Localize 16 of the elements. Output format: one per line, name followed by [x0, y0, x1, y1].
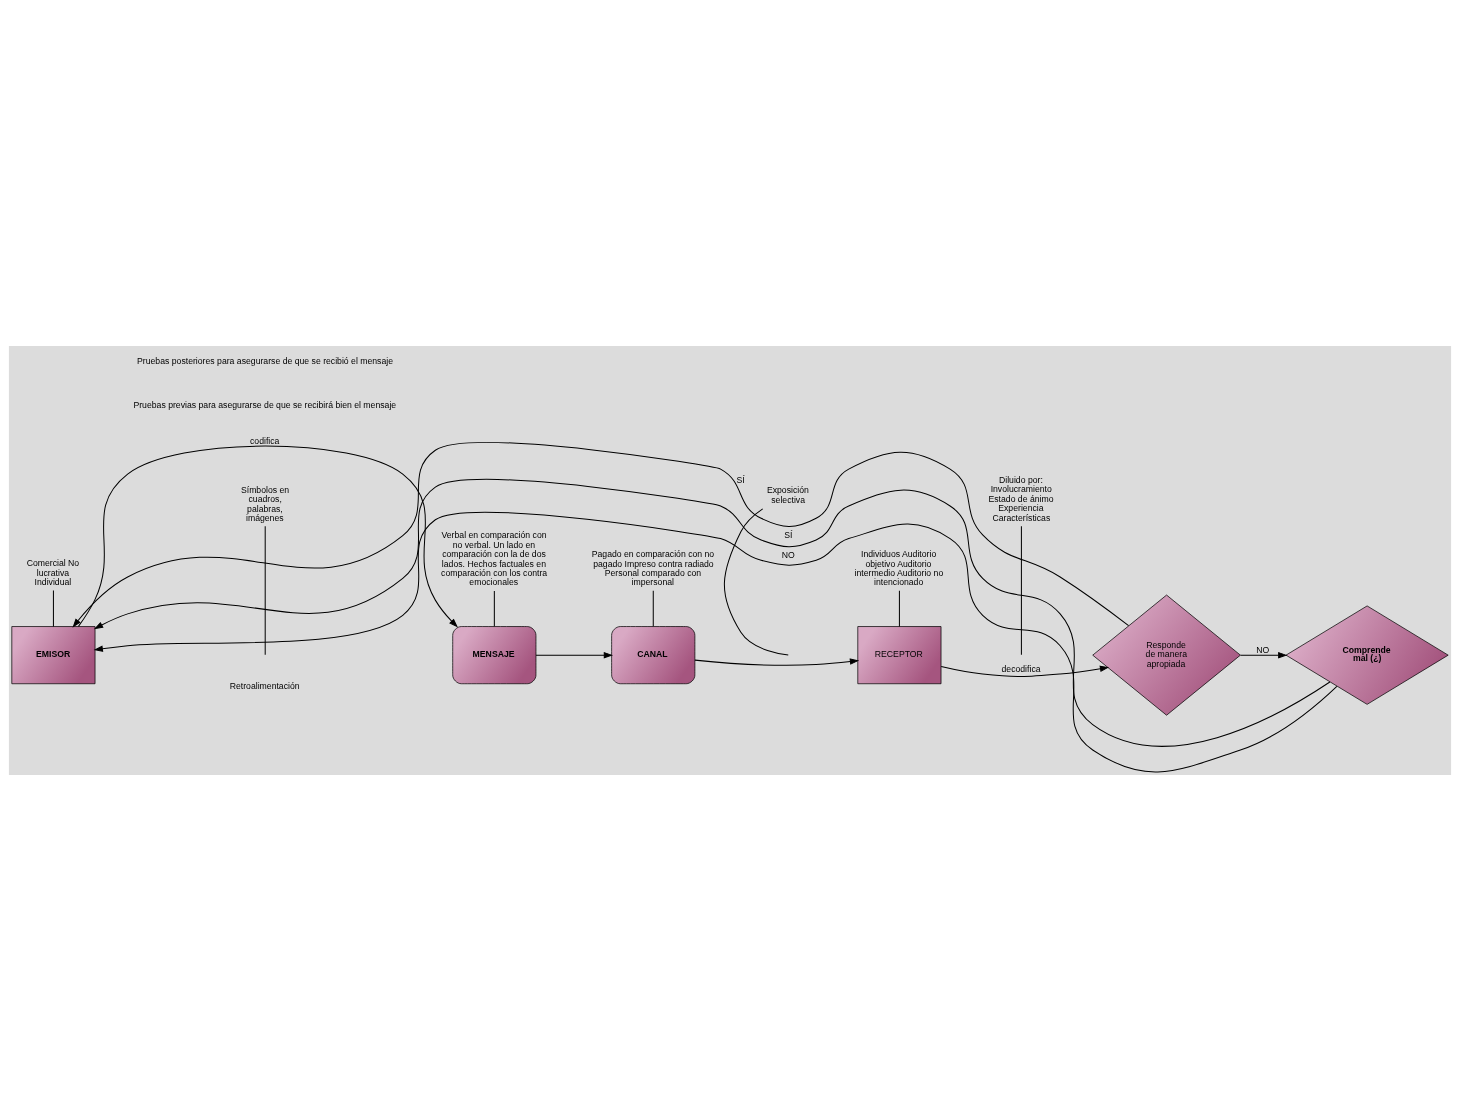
edge-label: NO: [781, 549, 795, 560]
node-text: Símbolos en cuadros, palabras, imágenes: [240, 484, 290, 523]
node-text: Diluido por: Involucramiento Estado de ánimo Experiencia Características: [988, 474, 1054, 523]
node-text: Pagado en comparación con no pagado Impreso contra radiado Personal comparado con impersonal: [591, 548, 715, 587]
node-text: Comercial No lucrativa Individual: [26, 557, 80, 587]
edge-label: SÍ: [784, 529, 793, 540]
label: Pruebas previas para asegurarse de que se recibirá bien el mensaje: [133, 399, 397, 410]
node-text: Verbal en comparación con no verbal. Un lado en comparación con la de dos lados. Hechos factuales en comparación con los contra emocionales: [441, 529, 548, 587]
edge-label: decodifica: [1001, 663, 1041, 674]
node-text: Individuos Auditorio objetivo Auditorio intermedio Auditorio no intencionado: [854, 548, 944, 587]
edge-label: NO: [1256, 644, 1270, 655]
edge-label: codifica: [249, 435, 280, 446]
label: Pruebas posteriores para asegurarse de que se recibió el mensaje: [137, 355, 394, 366]
edge-label: SÍ: [736, 474, 745, 485]
node-text: Exposición selectiva: [766, 484, 809, 505]
label: Retroalimentación: [229, 680, 300, 691]
